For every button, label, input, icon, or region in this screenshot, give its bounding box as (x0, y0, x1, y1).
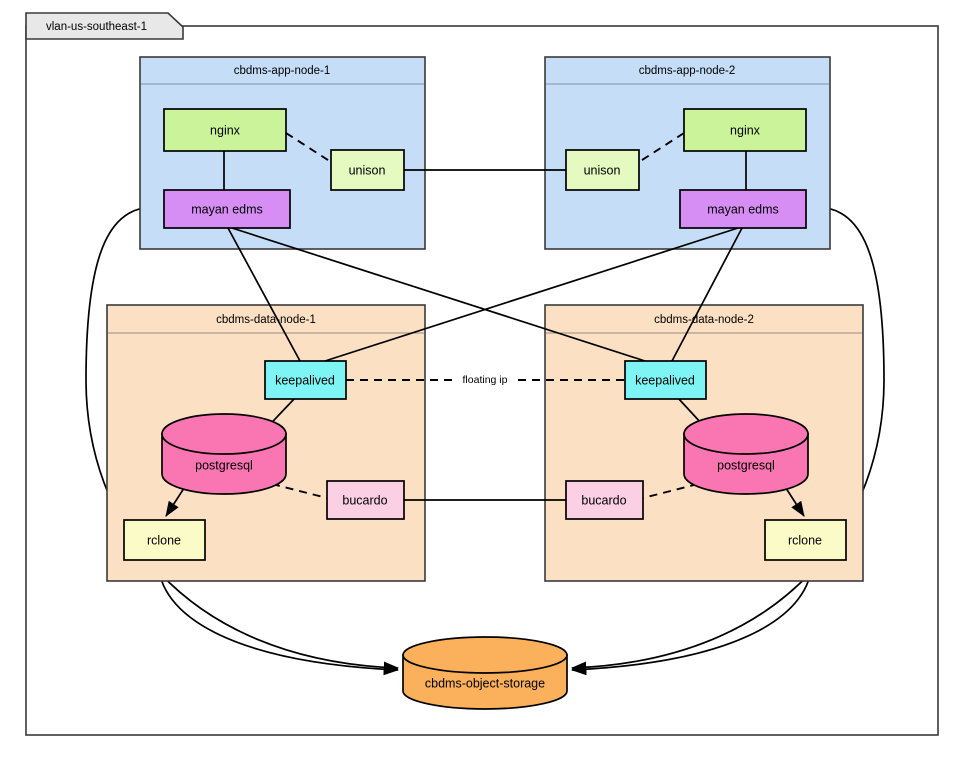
node-keepalived-2[interactable]: keepalived (624, 360, 707, 400)
edge-nginx1-to-unison1 (285, 132, 332, 163)
node-mayan-edms-1[interactable]: mayan edms (163, 189, 291, 229)
vlan-frame-tab (25, 12, 184, 40)
edge-postgresql1-to-bucardo1 (271, 483, 328, 499)
container-title-app-node-2: cbdms-app-node-2 (639, 65, 736, 77)
node-nginx-2[interactable]: nginx (683, 108, 807, 152)
node-postgresql-2[interactable]: postgresql (683, 413, 809, 495)
node-nginx-1[interactable]: nginx (163, 108, 287, 152)
node-label-nginx-1: nginx (210, 123, 241, 137)
node-object-storage[interactable]: cbdms-object-storage (402, 636, 568, 710)
edge-postgresql2-to-bucardo2 (642, 483, 699, 499)
node-label-mayan-edms-1: mayan edms (191, 202, 263, 216)
node-label-postgresql-1: postgresql (195, 458, 253, 472)
node-unison-1[interactable]: unison (330, 149, 405, 191)
edge-mayan1-to-keepalived2 (231, 227, 646, 362)
container-title-app-node-1: cbdms-app-node-1 (234, 65, 331, 77)
node-label-bucardo-2: bucardo (581, 493, 626, 507)
node-unison-2[interactable]: unison (565, 149, 640, 191)
edge-label-floating-ip: floating ip (463, 374, 508, 386)
node-bucardo-2[interactable]: bucardo (565, 480, 644, 520)
node-postgresql-1[interactable]: postgresql (161, 413, 287, 495)
node-label-keepalived-1: keepalived (275, 373, 335, 387)
node-label-rclone-2: rclone (788, 533, 822, 547)
node-label-postgresql-2: postgresql (717, 458, 775, 472)
edge-mayan1-to-keepalived1 (227, 227, 301, 362)
edge-mayan2-to-object-storage (570, 206, 885, 674)
node-label-mayan-edms-2: mayan edms (707, 202, 779, 216)
node-label-bucardo-1: bucardo (342, 493, 387, 507)
container-title-data-node-2: cbdms-data-node-2 (654, 314, 754, 326)
node-label-rclone-1: rclone (147, 533, 181, 547)
node-rclone-2[interactable]: rclone (764, 519, 847, 561)
edge-mayan1-to-object-storage (85, 206, 400, 674)
node-label-nginx-2: nginx (730, 123, 761, 137)
node-keepalived-1[interactable]: keepalived (264, 360, 347, 400)
node-label-object-storage: cbdms-object-storage (425, 676, 545, 690)
node-label-unison-1: unison (349, 163, 386, 177)
edge-mayan2-to-keepalived1 (324, 227, 739, 362)
node-bucardo-1[interactable]: bucardo (326, 480, 405, 520)
node-label-keepalived-2: keepalived (635, 373, 695, 387)
node-mayan-edms-2[interactable]: mayan edms (679, 189, 807, 229)
node-rclone-1[interactable]: rclone (123, 519, 206, 561)
vlan-frame-label: vlan-us-southeast-1 (46, 21, 147, 33)
edge-nginx2-to-unison2 (638, 132, 685, 163)
edge-mayan2-to-keepalived2 (671, 227, 743, 362)
container-title-data-node-1: cbdms-data-node-1 (216, 314, 316, 326)
node-label-unison-2: unison (584, 163, 621, 177)
